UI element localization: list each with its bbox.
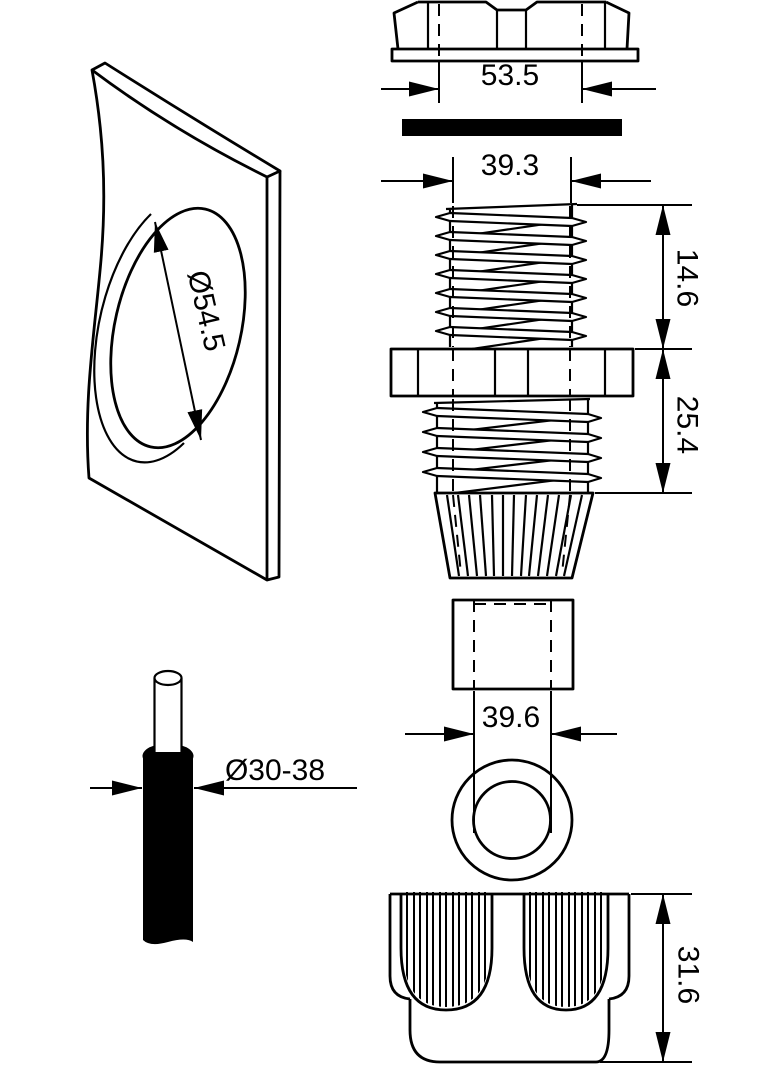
cable-conductor-body bbox=[154, 678, 182, 752]
dim-label: 31.6 bbox=[672, 946, 705, 1004]
locknut bbox=[390, 0, 640, 63]
cap-left-edge bbox=[388, 894, 411, 1001]
thread-start-edge bbox=[433, 397, 591, 405]
lower-thread bbox=[421, 397, 603, 495]
dim-locknut-width: 53.5 bbox=[381, 59, 656, 103]
plate-hole-dim-arrow bbox=[153, 221, 203, 441]
clamping-cone bbox=[433, 491, 595, 580]
plate-right-edge bbox=[266, 170, 282, 582]
o-ring-outer bbox=[450, 758, 574, 882]
dim-label: 14.6 bbox=[671, 249, 704, 307]
thread-ridges bbox=[421, 406, 603, 484]
cable-dim-label: Ø30-38 bbox=[225, 754, 325, 787]
o-ring-inner bbox=[472, 780, 552, 860]
plate-hole-ellipse bbox=[109, 206, 247, 450]
seal-outline bbox=[451, 598, 575, 691]
plate-hole-depth-arc bbox=[93, 213, 185, 464]
cone-outline bbox=[433, 491, 595, 580]
seal-insert bbox=[451, 598, 575, 691]
dim-upper-thread-length: 14.6 bbox=[577, 204, 704, 350]
dim-label: 39.3 bbox=[481, 149, 539, 182]
flange-outline bbox=[389, 347, 635, 398]
o-ring bbox=[450, 758, 574, 882]
cable-conductor-top bbox=[153, 669, 183, 687]
dim-thread-width: 39.3 bbox=[381, 149, 651, 203]
dim-label: 25.4 bbox=[671, 396, 704, 454]
locknut-top-edge bbox=[418, 0, 606, 12]
thread-ridges bbox=[434, 211, 588, 342]
dim-cap-height: 31.6 bbox=[600, 893, 705, 1063]
cap-nut bbox=[388, 892, 631, 1064]
cap-right-lobe-outline bbox=[522, 894, 610, 1012]
cone-slits bbox=[445, 494, 584, 577]
mounting-plate: Ø54.5 bbox=[85, 61, 282, 582]
thread-start-edge bbox=[445, 202, 578, 211]
locknut-flange bbox=[390, 47, 640, 63]
cap-left-lobe-outline bbox=[399, 894, 494, 1012]
cable-jacket bbox=[143, 757, 193, 945]
dim-seal-bore: 39.6 bbox=[405, 691, 617, 833]
gland-body bbox=[389, 202, 635, 580]
dim-lower-body-length: 25.4 bbox=[595, 349, 704, 494]
bore-hidden-line bbox=[452, 494, 462, 575]
cap-right-ribs bbox=[529, 892, 602, 1007]
hex-flange bbox=[389, 347, 635, 398]
dim-label: 53.5 bbox=[481, 59, 539, 92]
upper-thread bbox=[434, 202, 588, 351]
locknut-right-chamfer bbox=[605, 0, 631, 50]
plate-top-edge bbox=[91, 61, 282, 179]
sealing-washer bbox=[402, 119, 622, 136]
cap-left-ribs bbox=[406, 892, 486, 1007]
cable: Ø30-38 bbox=[90, 669, 357, 945]
bore-hidden-line bbox=[561, 494, 571, 575]
cap-skirt bbox=[408, 999, 611, 1064]
locknut-left-chamfer bbox=[392, 0, 419, 50]
dim-label: 39.6 bbox=[482, 701, 540, 734]
cap-right-edge bbox=[608, 894, 631, 1001]
